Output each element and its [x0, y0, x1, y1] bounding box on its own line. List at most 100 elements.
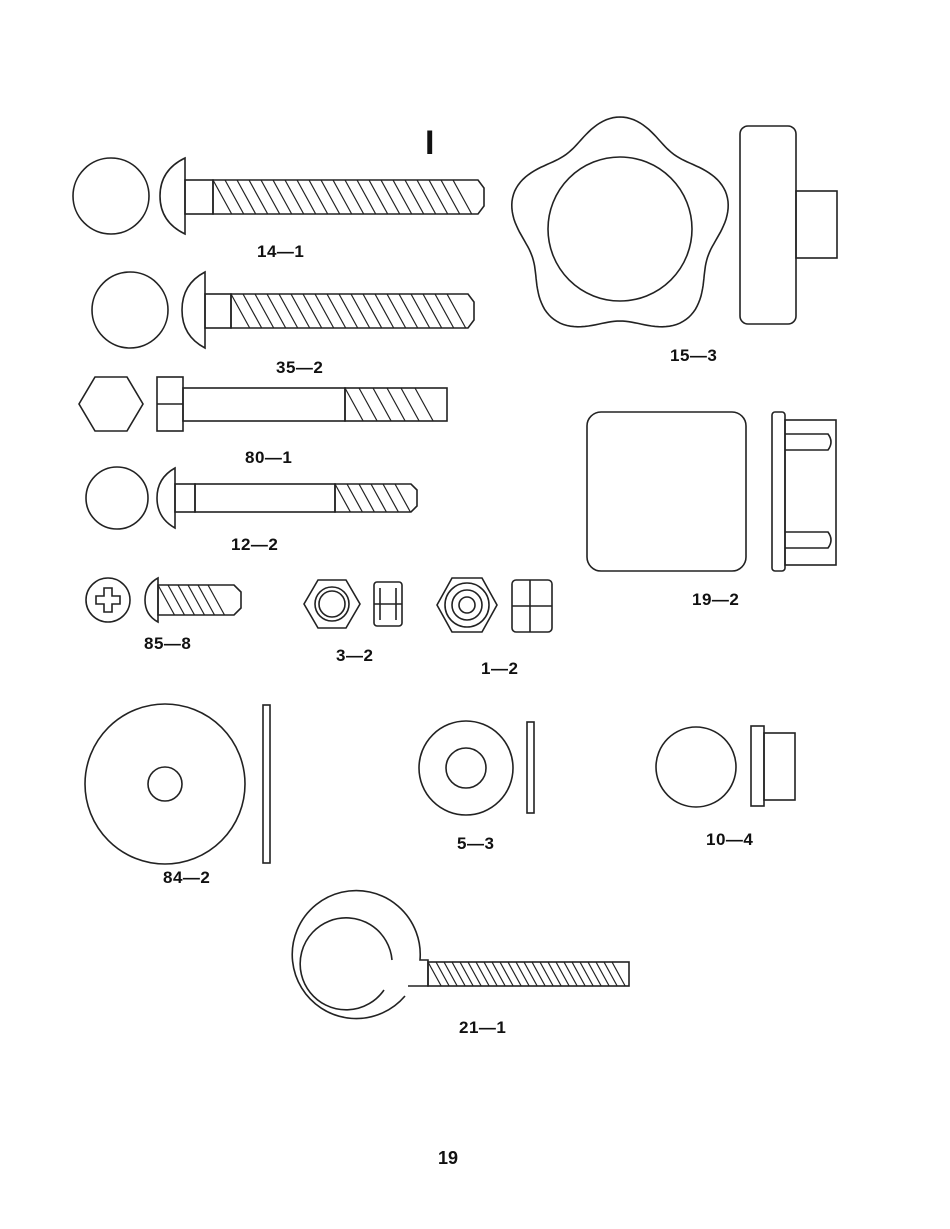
- thread-line: [369, 180, 388, 214]
- thread-line: [399, 294, 418, 328]
- thread-line: [158, 585, 175, 615]
- thread-line: [395, 484, 410, 512]
- part-label-carriage-bolt-short: 12—2: [231, 535, 278, 555]
- thread-line: [423, 294, 442, 328]
- thread-line: [327, 294, 346, 328]
- hex-bolt-drawing: [79, 377, 447, 431]
- part-label-lock-nut: 1—2: [481, 659, 518, 679]
- thread-line: [359, 388, 377, 421]
- thread-line: [429, 180, 448, 214]
- part-label-carriage-bolt-medium: 35—2: [276, 358, 323, 378]
- carriage-bolt-medium-drawing: [92, 272, 474, 348]
- thread-line: [243, 294, 262, 328]
- thread-line: [405, 180, 424, 214]
- part-label-carriage-bolt-long: 14—1: [257, 242, 304, 262]
- thread-line: [435, 294, 454, 328]
- thread-line: [387, 294, 406, 328]
- thread-line: [231, 294, 250, 328]
- lock-nut-drawing: [437, 578, 552, 632]
- thread-line: [516, 962, 529, 986]
- thread-line: [460, 962, 473, 986]
- thread-line: [249, 180, 268, 214]
- part-label-star-knob: 15—3: [670, 346, 717, 366]
- square-end-cap-drawing: [587, 412, 836, 571]
- thread-line: [417, 180, 436, 214]
- thread-line: [315, 294, 334, 328]
- thread-line: [381, 180, 400, 214]
- thread-line: [303, 294, 322, 328]
- eye-bolt-drawing: [292, 891, 629, 1019]
- thread-line: [345, 180, 364, 214]
- thread-line: [476, 962, 489, 986]
- thread-line: [484, 962, 497, 986]
- thread-line: [500, 962, 513, 986]
- thread-line: [524, 962, 537, 986]
- thread-line: [452, 962, 465, 986]
- part-label-eye-bolt: 21—1: [459, 1018, 506, 1038]
- part-label-hex-bolt: 80—1: [245, 448, 292, 468]
- thread-line: [411, 294, 430, 328]
- thread-line: [441, 180, 460, 214]
- thread-line: [347, 484, 362, 512]
- thread-line: [393, 180, 412, 214]
- thread-line: [492, 962, 505, 986]
- thread-line: [213, 180, 232, 214]
- thread-line: [225, 180, 244, 214]
- small-washer-drawing: [419, 721, 534, 815]
- thread-line: [564, 962, 577, 986]
- thread-line: [168, 585, 185, 615]
- thread-line: [208, 585, 225, 615]
- thread-line: [297, 180, 316, 214]
- thread-line: [351, 294, 370, 328]
- thread-line: [237, 180, 256, 214]
- thread-line: [508, 962, 521, 986]
- thread-line: [428, 962, 441, 986]
- thread-line: [383, 484, 398, 512]
- thread-line: [415, 388, 433, 421]
- thread-line: [444, 962, 457, 986]
- thread-line: [188, 585, 205, 615]
- thread-line: [580, 962, 593, 986]
- thread-line: [309, 180, 328, 214]
- thread-line: [375, 294, 394, 328]
- thread-line: [333, 180, 352, 214]
- thread-line: [357, 180, 376, 214]
- thread-line: [604, 962, 617, 986]
- part-label-small-washer: 5—3: [457, 834, 494, 854]
- phillips-screw-drawing: [86, 578, 241, 622]
- hex-nut-drawing: [304, 580, 402, 628]
- thread-line: [572, 962, 585, 986]
- part-label-phillips-screw: 85—8: [144, 634, 191, 654]
- thread-line: [261, 180, 280, 214]
- thread-line: [178, 585, 195, 615]
- thread-line: [291, 294, 310, 328]
- part-label-large-washer: 84—2: [163, 868, 210, 888]
- thread-line: [273, 180, 292, 214]
- thread-line: [285, 180, 304, 214]
- thread-line: [436, 962, 449, 986]
- thread-line: [267, 294, 286, 328]
- thread-line: [279, 294, 298, 328]
- round-cap-drawing: [656, 726, 795, 807]
- thread-line: [255, 294, 274, 328]
- page-number: 19: [438, 1148, 458, 1169]
- thread-line: [453, 180, 472, 214]
- thread-line: [339, 294, 358, 328]
- carriage-bolt-long-drawing: [73, 158, 484, 234]
- star-knob-drawing: [512, 117, 837, 327]
- large-washer-drawing: [85, 704, 270, 864]
- thread-line: [373, 388, 391, 421]
- thread-line: [359, 484, 374, 512]
- thread-line: [198, 585, 215, 615]
- thread-line: [548, 962, 561, 986]
- part-label-hex-nut: 3—2: [336, 646, 373, 666]
- thread-line: [345, 388, 363, 421]
- thread-line: [371, 484, 386, 512]
- thread-line: [540, 962, 553, 986]
- thread-line: [556, 962, 569, 986]
- thread-line: [321, 180, 340, 214]
- thread-line: [447, 294, 466, 328]
- thread-line: [468, 962, 481, 986]
